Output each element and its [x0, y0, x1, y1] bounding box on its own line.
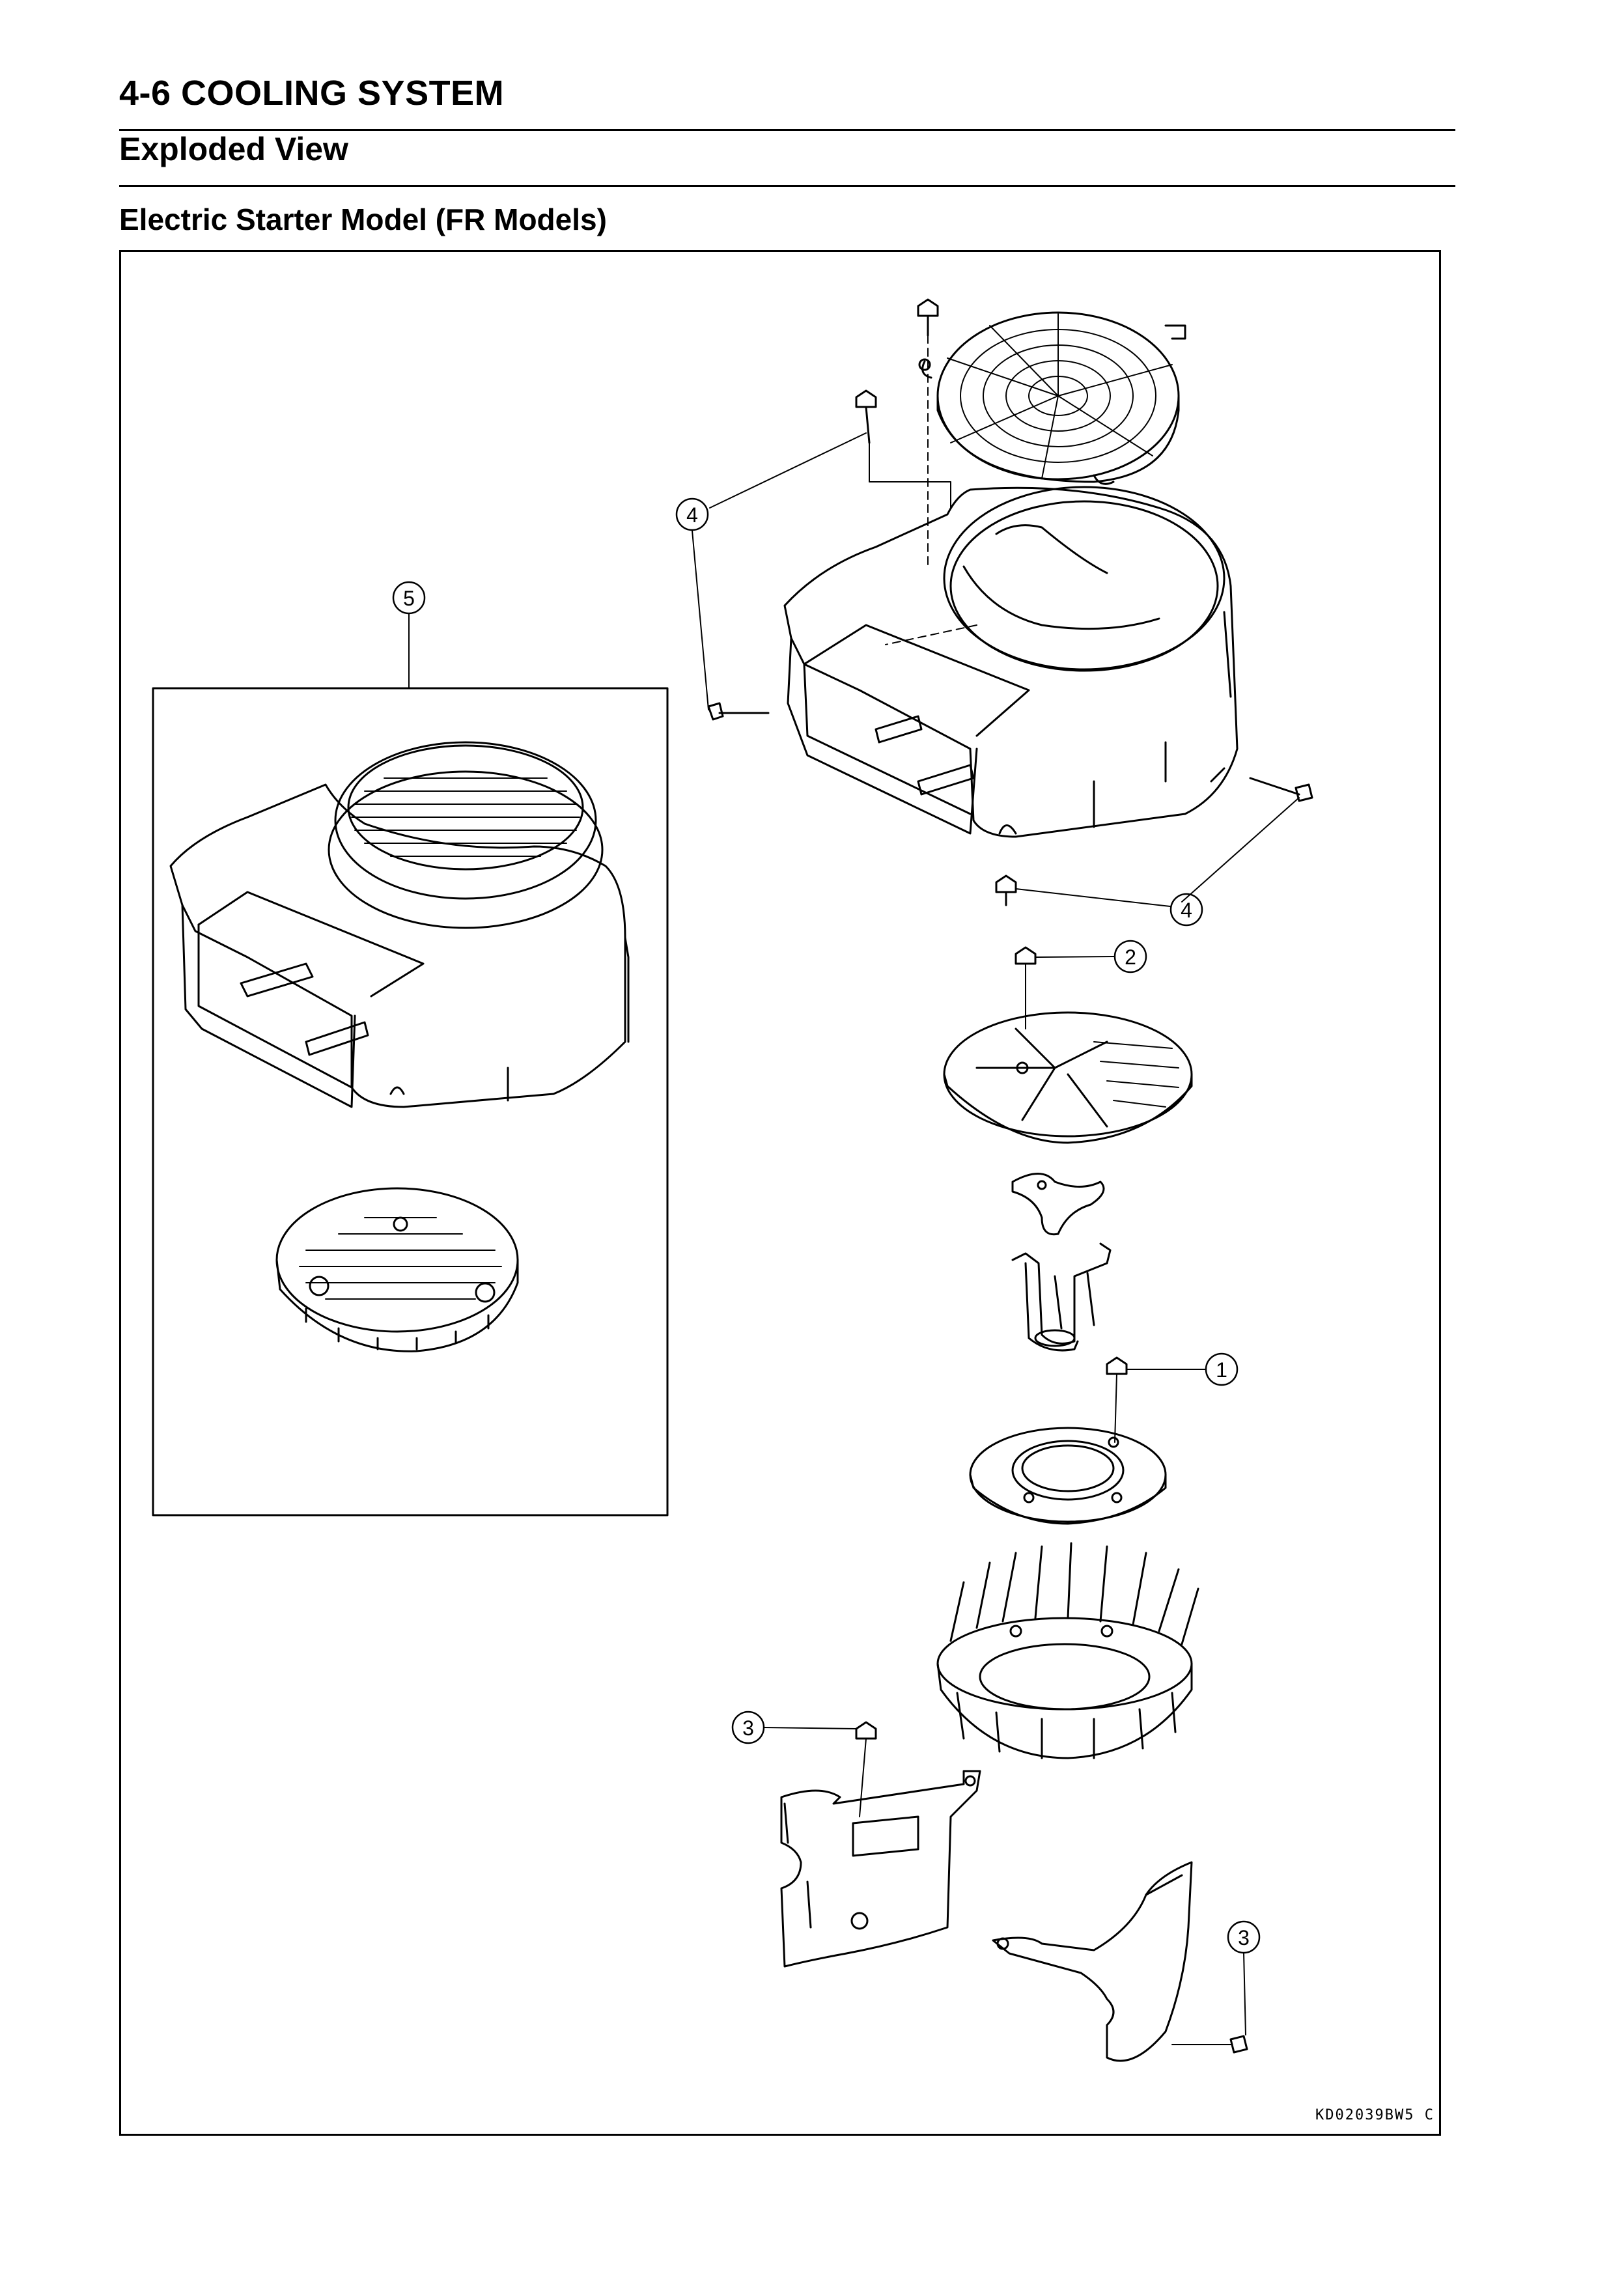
housing-leaders — [869, 335, 977, 645]
callout-3-right: 3 — [1227, 1920, 1261, 1954]
callout-2: 2 — [1113, 940, 1147, 973]
callout-label: 3 — [742, 1716, 754, 1740]
subsection-title: Exploded View — [119, 131, 348, 167]
top-fan-grille — [918, 311, 1186, 485]
callout-label: 1 — [1216, 1358, 1227, 1382]
alt-blower-housing — [169, 741, 630, 1108]
housing-bolts — [707, 298, 1313, 906]
baffle-bolts — [855, 1721, 1248, 2054]
callout-label: 5 — [403, 587, 415, 610]
section-title: 4-6 COOLING SYSTEM — [119, 74, 505, 113]
cylinder-baffle-right — [992, 1861, 1193, 2062]
alt-screen-holes — [299, 1217, 502, 1300]
fan-screen-disc — [943, 1011, 1193, 1144]
callout-label: 4 — [686, 503, 698, 527]
drawing-reference-code: KD02039BW5 C — [1315, 2107, 1435, 2123]
spider-plate — [1011, 1173, 1105, 1236]
callout-1: 1 — [1205, 1352, 1239, 1386]
callout-label: 4 — [1181, 899, 1192, 922]
alt-grille-slats — [351, 777, 580, 857]
cylinder-baffle-left — [780, 1770, 981, 1968]
callout-3-left: 3 — [731, 1711, 765, 1744]
callout-label: 3 — [1238, 1926, 1250, 1950]
subheader-rule — [119, 185, 1455, 187]
header-rule — [119, 129, 1455, 131]
alt-perforated-screen — [275, 1187, 519, 1352]
callout-4-lower: 4 — [1169, 893, 1203, 927]
fan-screen-holes — [1093, 1041, 1179, 1108]
blower-housing — [783, 486, 1239, 838]
fan-plate — [969, 1427, 1167, 1525]
diagram-frame — [119, 250, 1441, 2136]
callout-5: 5 — [392, 581, 426, 615]
cooling-fan — [936, 1542, 1199, 1759]
callout-label: 2 — [1125, 945, 1136, 969]
diagram-caption: Electric Starter Model (FR Models) — [119, 203, 607, 236]
callout-leaders — [408, 432, 1300, 2035]
part-5-inset-box — [152, 687, 669, 1516]
callout-4-upper: 4 — [675, 497, 709, 531]
fan-bolts — [1015, 946, 1128, 1443]
top-grille-rings — [947, 313, 1173, 479]
fan-hub-bracket — [1011, 1242, 1112, 1352]
